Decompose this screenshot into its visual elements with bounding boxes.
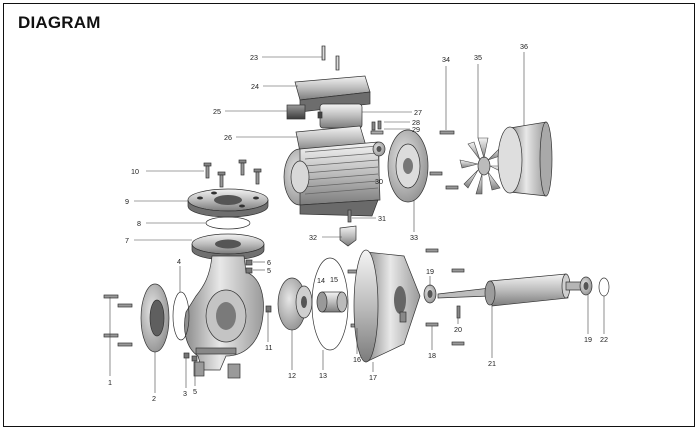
callout-1: 1 bbox=[108, 378, 112, 387]
callout-16: 16 bbox=[353, 355, 361, 364]
nuts-3 bbox=[183, 352, 198, 362]
terminal-box-cover-24 bbox=[294, 75, 371, 113]
callout-25: 25 bbox=[213, 107, 221, 116]
callout-15: 15 bbox=[330, 275, 338, 284]
capacitor-27 bbox=[317, 103, 363, 129]
callout-12: 12 bbox=[288, 371, 296, 380]
motor-body bbox=[283, 141, 381, 217]
o-ring-13 bbox=[311, 257, 349, 351]
callout-20: 20 bbox=[454, 325, 462, 334]
callout-30: 30 bbox=[375, 177, 383, 186]
callout-18: 18 bbox=[428, 351, 436, 360]
screw-23 bbox=[321, 45, 340, 71]
plugs-6-5 bbox=[245, 259, 253, 274]
screws-28-29 bbox=[370, 120, 384, 135]
callout-24: 24 bbox=[251, 82, 259, 91]
callout-21: 21 bbox=[488, 359, 496, 368]
bolts-18 bbox=[425, 248, 465, 346]
screw-20 bbox=[456, 305, 461, 319]
bearing-19a bbox=[423, 284, 437, 304]
leader-lines bbox=[109, 52, 605, 393]
callout-29: 29 bbox=[412, 125, 420, 134]
callout-28: 28 bbox=[412, 118, 420, 127]
mechanical-seal-14-15 bbox=[316, 291, 348, 313]
callout-11: 11 bbox=[265, 343, 272, 352]
screw-31 bbox=[347, 209, 352, 223]
end-shield-33 bbox=[387, 129, 429, 203]
callout-4: 4 bbox=[177, 257, 181, 266]
callout-2: 2 bbox=[152, 394, 156, 403]
screws-34 bbox=[429, 130, 459, 190]
bearing-19b bbox=[579, 276, 593, 296]
callout-31: 31 bbox=[378, 214, 386, 223]
bracket-17 bbox=[353, 249, 421, 363]
fan-cover-36 bbox=[497, 121, 553, 197]
callout-36: 36 bbox=[520, 42, 528, 51]
callout-19b: 19 bbox=[584, 335, 592, 344]
flange-2 bbox=[140, 283, 170, 353]
callout-14: 14 bbox=[317, 276, 325, 285]
bearing-30 bbox=[372, 141, 386, 157]
flange-9 bbox=[187, 188, 269, 218]
callout-23: 23 bbox=[250, 53, 258, 62]
callout-3: 3 bbox=[183, 389, 187, 398]
callout-13: 13 bbox=[319, 371, 327, 380]
callout-19a: 19 bbox=[426, 267, 434, 276]
callout-9: 9 bbox=[125, 197, 129, 206]
rotor-shaft-21 bbox=[437, 273, 587, 307]
callout-5a: 5 bbox=[193, 387, 197, 396]
o-ring-4 bbox=[172, 291, 190, 341]
bolts-1 bbox=[103, 294, 133, 347]
page-title: DIAGRAM bbox=[18, 13, 101, 32]
motor-foot-32 bbox=[339, 225, 357, 247]
callout-6: 6 bbox=[267, 258, 271, 267]
callout-26: 26 bbox=[224, 133, 232, 142]
callout-27: 27 bbox=[414, 108, 422, 117]
bolts-10 bbox=[203, 159, 262, 188]
callout-22: 22 bbox=[600, 335, 608, 344]
callout-labels: 1 2 3 4 5 5 6 7 8 9 10 11 12 13 14 15 16… bbox=[108, 42, 608, 403]
callout-7: 7 bbox=[125, 236, 129, 245]
callout-32: 32 bbox=[309, 233, 317, 242]
impeller-12 bbox=[277, 277, 313, 331]
callout-5b: 5 bbox=[267, 266, 271, 275]
gasket-8 bbox=[205, 216, 251, 230]
flange-7 bbox=[191, 233, 265, 261]
pump-casing bbox=[184, 255, 264, 379]
circlip-22 bbox=[598, 277, 610, 297]
callout-10: 10 bbox=[131, 167, 139, 176]
callout-17: 17 bbox=[369, 373, 377, 382]
key-11 bbox=[265, 305, 272, 313]
terminal-block-25 bbox=[286, 104, 306, 120]
callout-8: 8 bbox=[137, 219, 141, 228]
callout-35: 35 bbox=[474, 53, 482, 62]
callout-34: 34 bbox=[442, 55, 450, 64]
callout-33: 33 bbox=[410, 233, 418, 242]
